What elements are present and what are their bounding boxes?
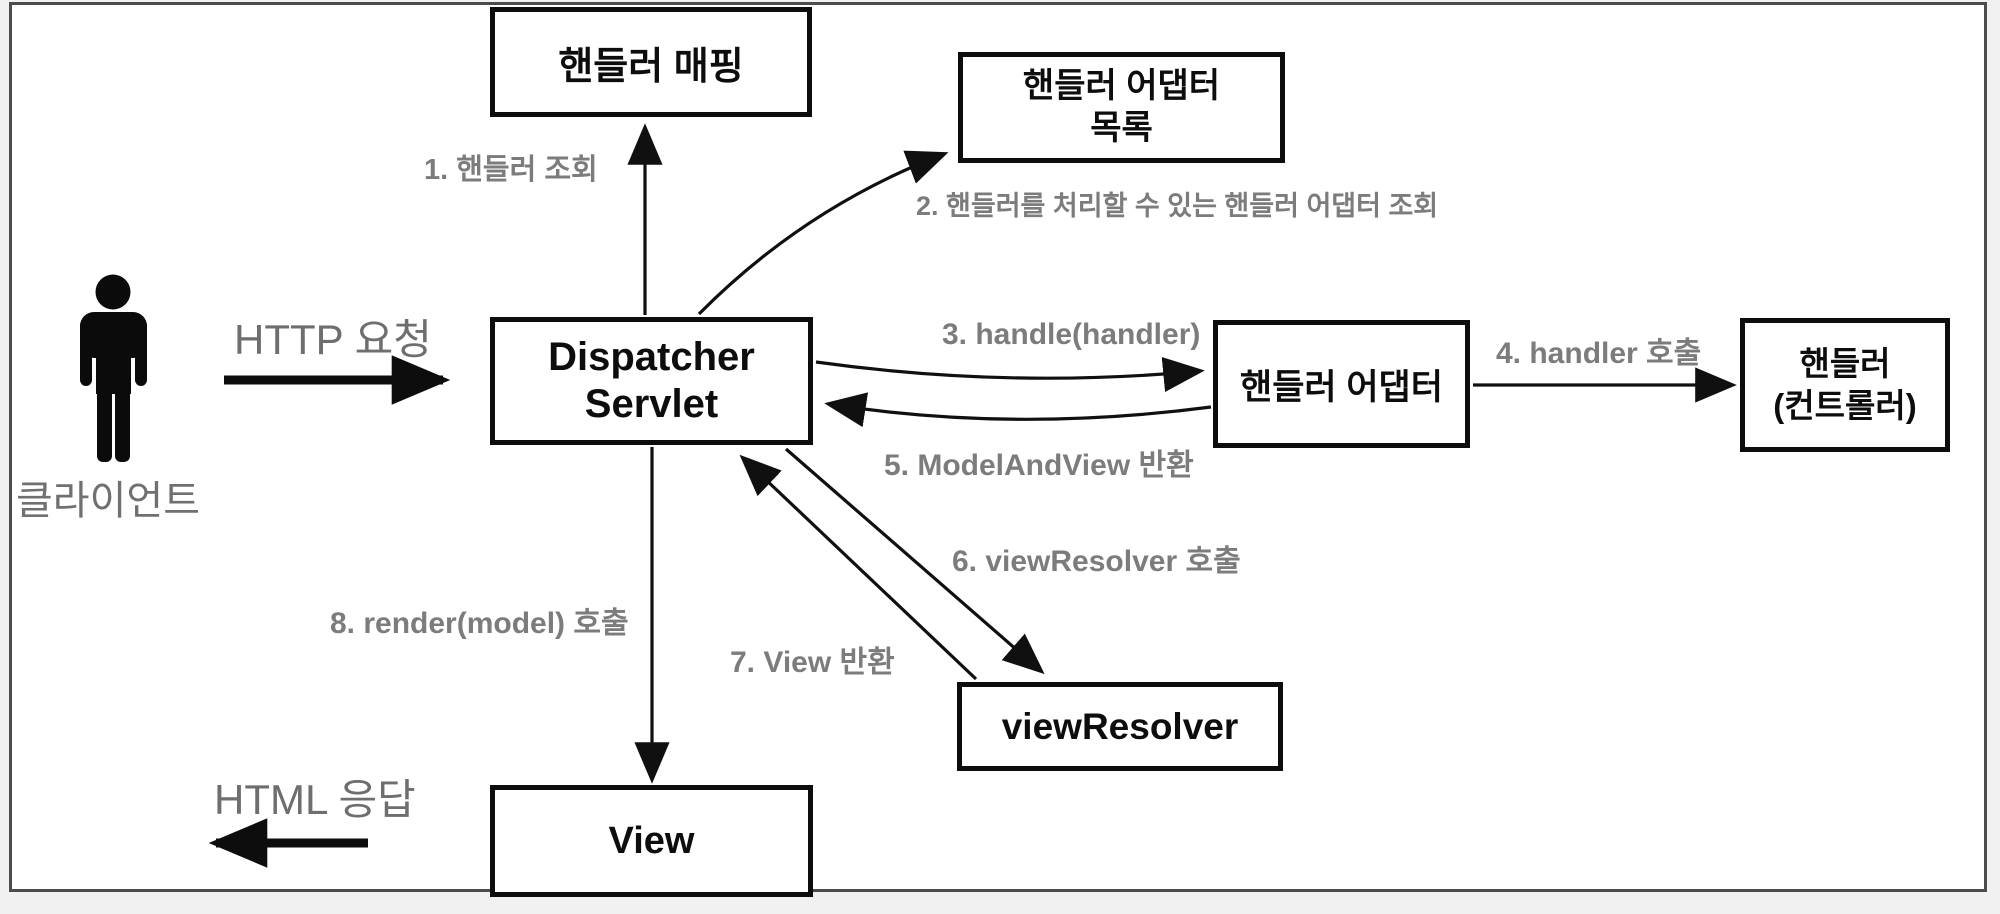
arrow-6-viewresolver-call xyxy=(784,447,1045,675)
view-box: View xyxy=(490,785,813,897)
step-label-1: 1. 핸들러 조회 xyxy=(424,154,598,186)
step-label-6: 6. viewResolver 호출 xyxy=(952,545,1241,578)
dispatcher-servlet-line1: Dispatcher xyxy=(548,334,755,379)
http-request-label: HTTP 요청 xyxy=(234,316,432,363)
view-resolver-label: viewResolver xyxy=(1001,705,1239,747)
handler-mapping-box: 핸들러 매핑 xyxy=(490,7,812,117)
handler-adapter-label: 핸들러 어댑터 xyxy=(1240,367,1443,407)
handler-adapter-box: 핸들러 어댑터 xyxy=(1213,320,1470,448)
step-label-4: 4. handler 호출 xyxy=(1496,337,1702,370)
person-icon xyxy=(80,274,147,462)
step-label-3: 3. handle(handler) xyxy=(942,318,1201,351)
handler-adapter-list-box: 핸들러 어댑터 목록 xyxy=(958,52,1285,163)
handler-controller-line1: 핸들러 xyxy=(1799,345,1891,383)
step-label-7: 7. View 반환 xyxy=(730,646,895,679)
step-label-5: 5. ModelAndView 반환 xyxy=(884,449,1194,482)
handler-mapping-label: 핸들러 매핑 xyxy=(558,45,744,88)
arrow-3-handle-call xyxy=(815,356,1205,392)
step-label-2: 2. 핸들러를 처리할 수 있는 핸들러 어댑터 조회 xyxy=(916,191,1439,221)
handler-adapter-list-line2: 목록 xyxy=(1090,108,1153,147)
dispatcher-servlet-line2: Servlet xyxy=(584,382,719,426)
arrow-7-view-return xyxy=(739,454,978,681)
arrow-5-modelandview-return xyxy=(824,392,1212,428)
step-label-8: 8. render(model) 호출 xyxy=(330,607,629,640)
view-label: View xyxy=(608,819,695,862)
handler-controller-line2: (컨트롤러) xyxy=(1773,387,1917,424)
arrow-2-adapter-list-lookup xyxy=(697,150,949,316)
dispatcher-servlet-box: Dispatcher Servlet xyxy=(490,317,813,445)
html-response-label: HTML 응답 xyxy=(214,776,416,823)
handler-controller-box: 핸들러 (컨트롤러) xyxy=(1740,318,1950,452)
view-resolver-box: viewResolver xyxy=(957,682,1283,771)
client-label: 클라이언트 xyxy=(16,479,200,523)
handler-adapter-list-line1: 핸들러 어댑터 xyxy=(1022,67,1221,106)
